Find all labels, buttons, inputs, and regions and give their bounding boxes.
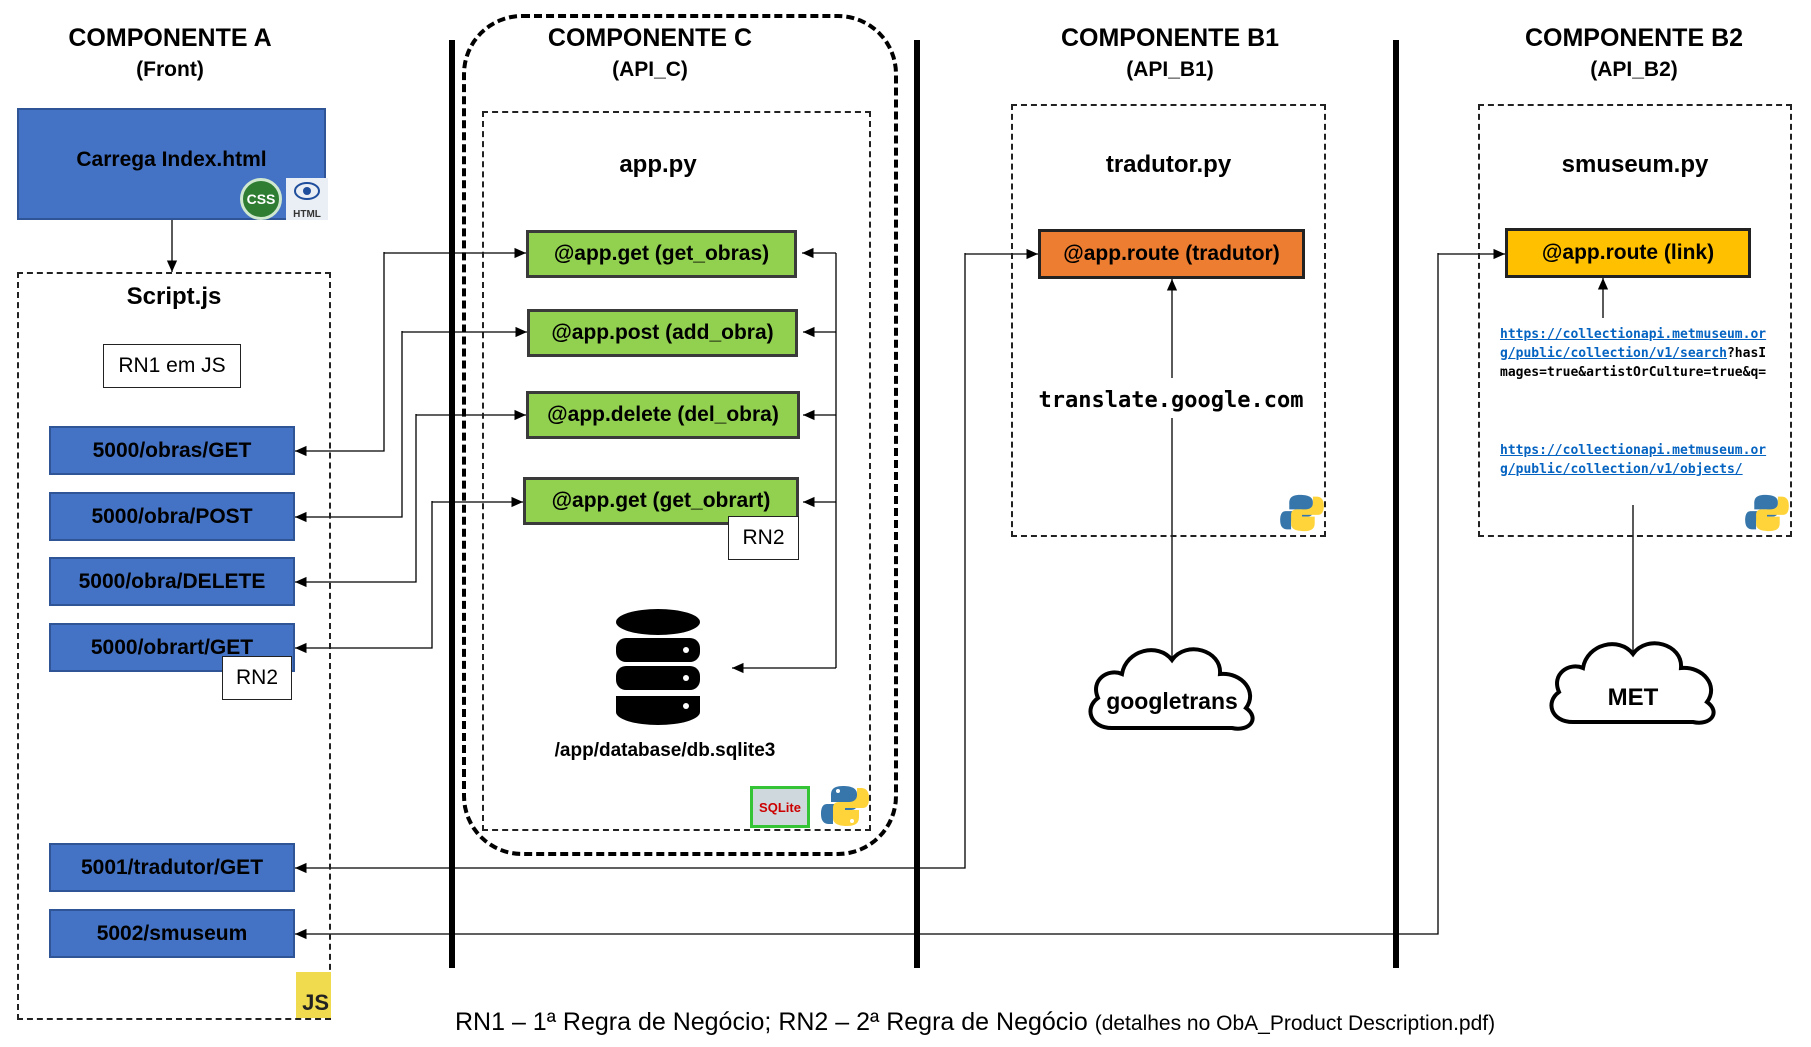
rn2-api-box: RN2 <box>728 516 799 560</box>
component-c-title: COMPONENTE C <box>547 24 753 52</box>
endpoint-route-link: @app.route (link) <box>1505 228 1751 278</box>
app-py-container <box>482 111 871 831</box>
sqlite-icon-label: SQLite <box>759 799 801 815</box>
component-b2-title: COMPONENTE B2 <box>1524 24 1744 52</box>
met-objects-link[interactable]: https://collectionapi.metmuseum.org/publ… <box>1500 443 1767 477</box>
api-c-outer-border <box>462 14 898 856</box>
met-api-search-url: https://collectionapi.metmuseum.org/publ… <box>1500 325 1772 382</box>
separator-c-b1 <box>914 40 920 968</box>
rn1-box: RN1 em JS <box>103 344 241 388</box>
sqlite-icon: SQLite <box>750 786 810 828</box>
route-obra-delete: 5000/obra/DELETE <box>49 557 295 606</box>
route-tradutor-get: 5001/tradutor/GET <box>49 843 295 892</box>
python-icon <box>1280 494 1324 532</box>
html-icon-label: HTML <box>293 209 321 220</box>
python-icon <box>821 786 869 826</box>
footer-legend-detail: (detalhes no ObA_Product Description.pdf… <box>1094 1012 1496 1035</box>
endpoint-get-obras: @app.get (get_obras) <box>526 230 797 278</box>
component-c-subtitle: (API_C) <box>612 58 688 81</box>
db-path-label: /app/database/db.sqlite3 <box>554 740 776 761</box>
route-obra-post: 5000/obra/POST <box>49 492 295 541</box>
smuseum-py-container <box>1478 104 1792 537</box>
endpoint-route-tradutor: @app.route (tradutor) <box>1038 229 1305 279</box>
component-a-title: COMPONENTE A <box>68 24 272 52</box>
met-cloud-label: MET <box>1607 684 1659 711</box>
cloud-icon <box>1088 647 1255 731</box>
database-icon <box>616 609 700 725</box>
python-icon <box>1745 494 1789 532</box>
footer-legend-main: RN1 – 1ª Regra de Negócio; RN2 – 2ª Regr… <box>455 1008 1088 1036</box>
component-b1-title: COMPONENTE B1 <box>1060 24 1280 52</box>
route-obras-get: 5000/obras/GET <box>49 426 295 475</box>
endpoint-delete-del-obra: @app.delete (del_obra) <box>526 391 800 439</box>
css-icon: CSS <box>240 178 282 220</box>
cloud-icon <box>1549 641 1716 725</box>
met-api-objects-url: https://collectionapi.metmuseum.org/publ… <box>1500 441 1772 479</box>
tradutor-py-title: tradutor.py <box>1105 151 1232 178</box>
route-smuseum: 5002/smuseum <box>49 909 295 958</box>
googletrans-cloud-label: googletrans <box>1106 688 1238 714</box>
met-search-params: ?hasImages=true&artistOrCulture=true&q= <box>1500 346 1767 380</box>
tradutor-py-container <box>1011 104 1326 537</box>
rn2-front-box: RN2 <box>222 656 292 700</box>
script-js-title: Script.js <box>126 283 222 310</box>
index-html-label: Carrega Index.html <box>76 148 267 171</box>
css-icon-label: CSS <box>246 191 276 207</box>
js-icon: JS <box>296 972 331 1018</box>
separator-b1-b2 <box>1393 40 1399 968</box>
script-js-container <box>17 272 331 1020</box>
js-icon-label: JS <box>302 990 329 1015</box>
smuseum-py-title: smuseum.py <box>1561 151 1709 178</box>
component-b2-subtitle: (API_B2) <box>1590 58 1678 81</box>
google-translate-service: translate.google.com <box>1038 388 1304 413</box>
component-a-subtitle: (Front) <box>136 58 204 81</box>
footer-legend: RN1 – 1ª Regra de Negócio; RN2 – 2ª Regr… <box>455 1008 1785 1037</box>
met-search-link[interactable]: https://collectionapi.metmuseum.org/publ… <box>1500 327 1767 361</box>
html-icon: HTML <box>286 178 328 220</box>
component-b1-subtitle: (API_B1) <box>1126 58 1214 81</box>
separator-a-c <box>449 40 455 968</box>
endpoint-post-add-obra: @app.post (add_obra) <box>527 309 798 357</box>
app-py-title: app.py <box>619 151 697 178</box>
